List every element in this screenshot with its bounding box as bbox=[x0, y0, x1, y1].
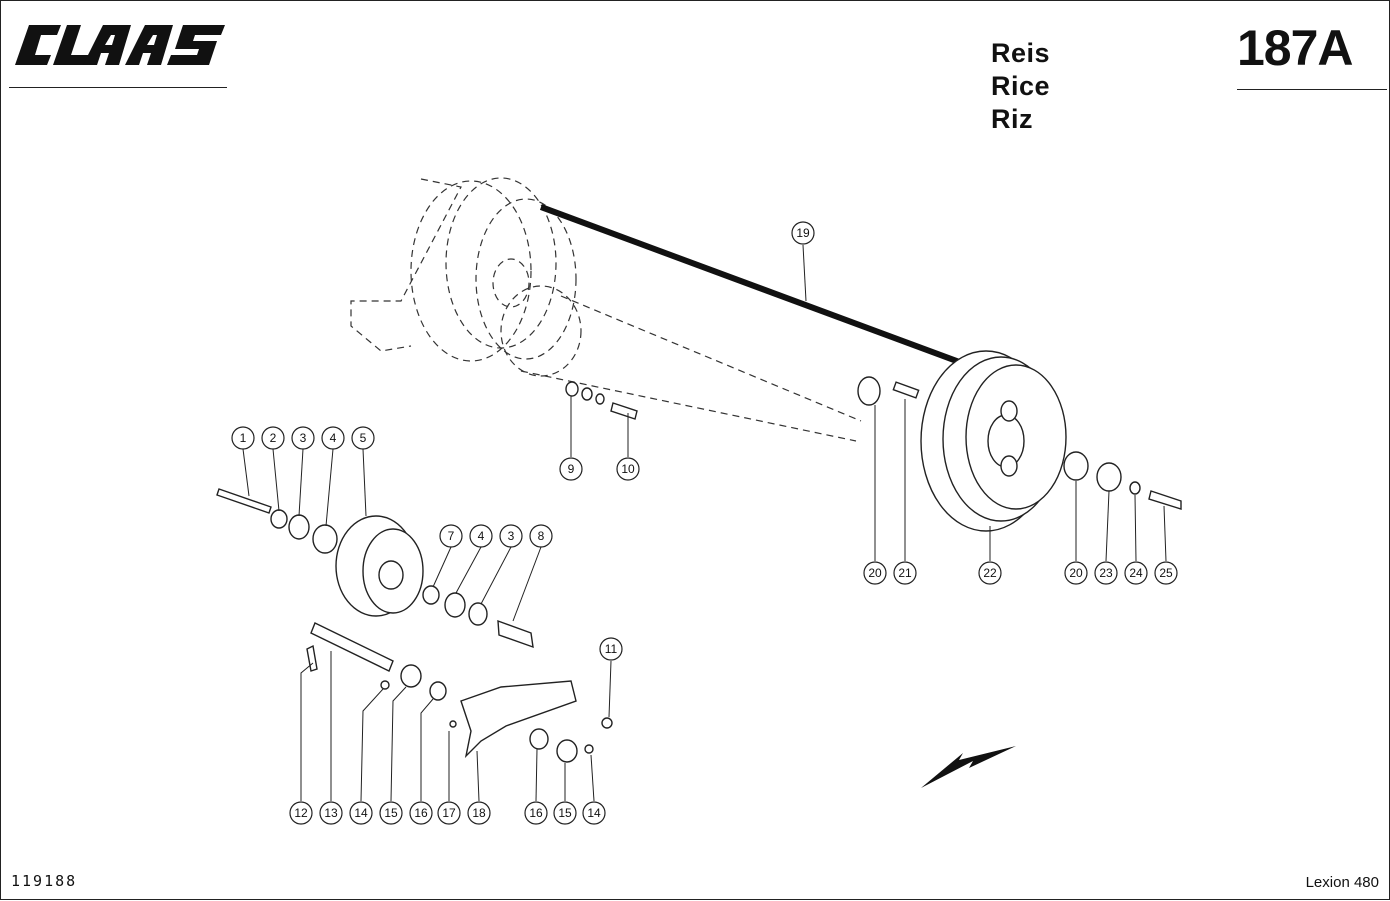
svg-text:15: 15 bbox=[384, 806, 398, 820]
callout-7: 7 bbox=[439, 524, 463, 548]
svg-text:8: 8 bbox=[538, 529, 545, 543]
callout-15: 15 bbox=[379, 801, 403, 825]
tensioner-arm bbox=[306, 622, 613, 763]
svg-text:19: 19 bbox=[796, 226, 810, 240]
callout-14: 14 bbox=[349, 801, 373, 825]
svg-text:14: 14 bbox=[587, 806, 601, 820]
svg-text:1: 1 bbox=[240, 431, 247, 445]
svg-text:3: 3 bbox=[508, 529, 515, 543]
svg-text:22: 22 bbox=[983, 566, 997, 580]
svg-text:15: 15 bbox=[558, 806, 572, 820]
callout-11: 11 bbox=[599, 637, 623, 661]
svg-text:18: 18 bbox=[472, 806, 486, 820]
callout-10: 10 bbox=[616, 457, 640, 481]
plate-number: 187A bbox=[1237, 20, 1354, 76]
header-rule-right bbox=[1237, 89, 1387, 90]
callout-4b: 4 bbox=[469, 524, 493, 548]
parts-20-25 bbox=[857, 376, 1182, 510]
svg-text:16: 16 bbox=[414, 806, 428, 820]
claas-logo-icon bbox=[15, 25, 225, 65]
callout-25: 25 bbox=[1154, 561, 1178, 585]
leader-lines bbox=[242, 244, 1167, 802]
callout-16b: 16 bbox=[524, 801, 548, 825]
callout-16: 16 bbox=[409, 801, 433, 825]
callout-4: 4 bbox=[321, 426, 345, 450]
callout-5: 5 bbox=[351, 426, 375, 450]
callout-17: 17 bbox=[437, 801, 461, 825]
svg-text:20: 20 bbox=[1069, 566, 1083, 580]
svg-text:12: 12 bbox=[294, 806, 308, 820]
callout-18: 18 bbox=[467, 801, 491, 825]
callout-9: 9 bbox=[559, 457, 583, 481]
belt-19 bbox=[539, 204, 1018, 386]
svg-text:4: 4 bbox=[478, 529, 485, 543]
claas-logo bbox=[15, 21, 233, 69]
model-name: Lexion 480 bbox=[1305, 874, 1379, 891]
drive-pulley-dashed bbox=[350, 177, 862, 442]
title-fr: Riz bbox=[991, 104, 1033, 134]
callout-22: 22 bbox=[978, 561, 1002, 585]
callout-24: 24 bbox=[1124, 561, 1148, 585]
callout-20b: 20 bbox=[1064, 561, 1088, 585]
svg-text:20: 20 bbox=[868, 566, 882, 580]
svg-text:10: 10 bbox=[621, 462, 635, 476]
svg-text:7: 7 bbox=[448, 529, 455, 543]
svg-text:9: 9 bbox=[568, 462, 575, 476]
callout-15b: 15 bbox=[553, 801, 577, 825]
svg-text:16: 16 bbox=[529, 806, 543, 820]
header-rule-left bbox=[9, 87, 227, 88]
title-en: Rice bbox=[991, 71, 1051, 101]
callout-13: 13 bbox=[319, 801, 343, 825]
parts-9-10 bbox=[565, 381, 638, 420]
title-block: Reis Rice Riz bbox=[991, 37, 1050, 136]
callout-14b: 14 bbox=[582, 801, 606, 825]
callout-12: 12 bbox=[289, 801, 313, 825]
svg-text:25: 25 bbox=[1159, 566, 1173, 580]
svg-text:11: 11 bbox=[605, 642, 618, 656]
callout-21: 21 bbox=[893, 561, 917, 585]
callout-2: 2 bbox=[261, 426, 285, 450]
svg-text:21: 21 bbox=[898, 566, 912, 580]
svg-text:17: 17 bbox=[442, 806, 456, 820]
callout-20: 20 bbox=[863, 561, 887, 585]
callout-3: 3 bbox=[291, 426, 315, 450]
driven-pulley-22 bbox=[920, 350, 1067, 532]
callout-8: 8 bbox=[529, 524, 553, 548]
svg-text:14: 14 bbox=[354, 806, 368, 820]
callout-bubbles: 1 2 3 4 5 7 4 3 8 9 10 11 12 13 14 15 16… bbox=[231, 221, 1178, 825]
svg-text:13: 13 bbox=[324, 806, 338, 820]
svg-text:23: 23 bbox=[1099, 566, 1113, 580]
idler-assembly bbox=[216, 488, 534, 649]
svg-text:5: 5 bbox=[360, 431, 367, 445]
drawing-number: 119188 bbox=[11, 872, 78, 890]
svg-text:2: 2 bbox=[270, 431, 277, 445]
callout-1: 1 bbox=[231, 426, 255, 450]
callout-3b: 3 bbox=[499, 524, 523, 548]
title-de: Reis bbox=[991, 38, 1051, 68]
svg-text:24: 24 bbox=[1129, 566, 1143, 580]
callout-23: 23 bbox=[1094, 561, 1118, 585]
svg-text:3: 3 bbox=[300, 431, 307, 445]
callout-19: 19 bbox=[791, 221, 815, 245]
direction-arrow-icon bbox=[921, 746, 1016, 788]
svg-text:4: 4 bbox=[330, 431, 337, 445]
